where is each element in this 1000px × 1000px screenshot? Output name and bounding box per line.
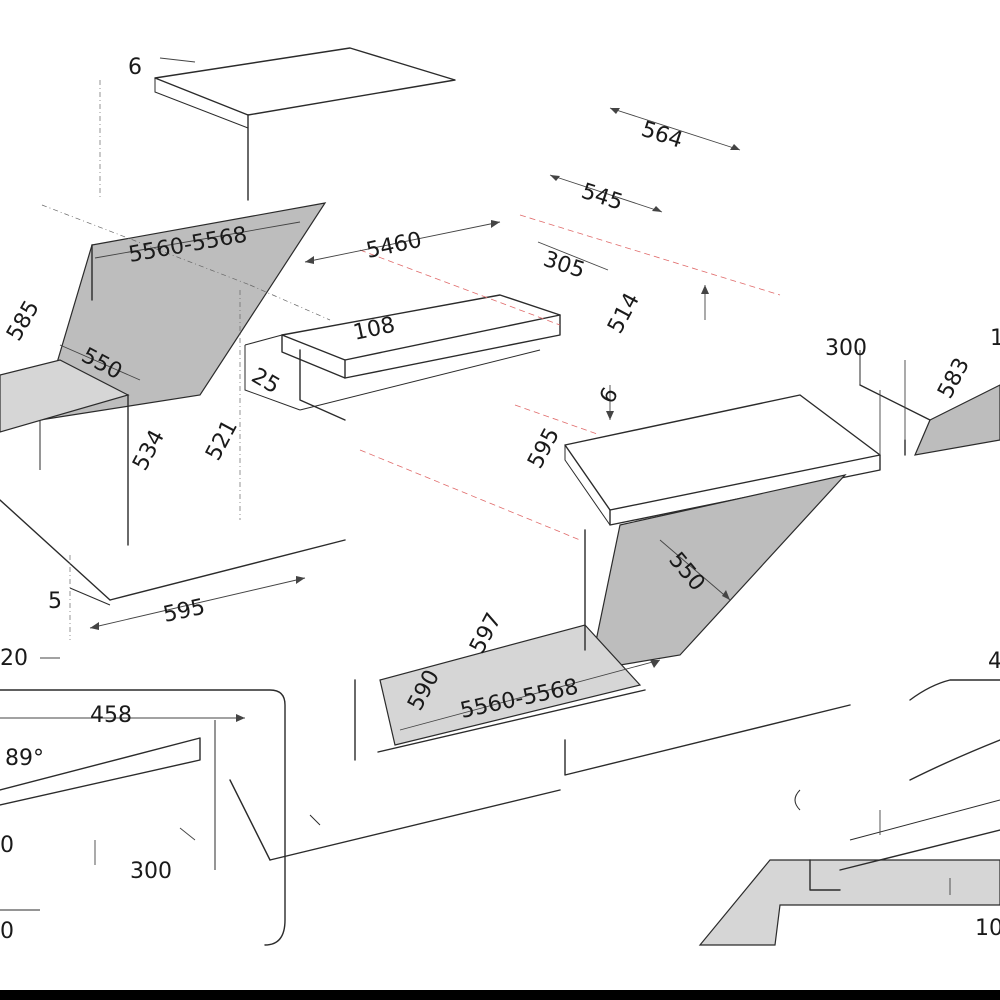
dimension-lines — [0, 57, 951, 895]
label-4-right: 4 — [988, 649, 1000, 674]
central-drawer — [244, 294, 561, 421]
label-300-right: 300 — [825, 336, 867, 361]
label-585: 585 — [2, 296, 45, 345]
bottom-left-drawer — [0, 689, 286, 946]
label-300-bottom: 300 — [130, 859, 172, 884]
label-534: 534 — [128, 426, 170, 475]
label-20: 20 — [0, 646, 28, 671]
label-0-left: 0 — [0, 833, 14, 858]
label-0-bottom: 0 — [0, 919, 14, 944]
right-cabinet-shelf — [379, 624, 642, 746]
plinth-fill — [698, 859, 1000, 946]
left-extension-lines — [41, 80, 331, 640]
label-6-right: 6 — [595, 384, 624, 408]
label-545: 545 — [578, 179, 626, 216]
bottom-right-plinth — [698, 679, 1000, 946]
alignment-guides — [359, 214, 781, 541]
label-583: 583 — [933, 354, 975, 403]
top-countertop-slab — [154, 47, 456, 201]
label-595-bottom: 595 — [161, 595, 207, 628]
dimension-arrows — [90, 108, 740, 722]
label-521: 521 — [201, 416, 243, 465]
label-305: 305 — [540, 247, 588, 284]
label-10-right: 10 — [975, 916, 1000, 941]
left-cabinet — [0, 202, 346, 606]
label-108: 108 — [351, 313, 397, 346]
label-5: 5 — [48, 589, 62, 614]
label-1-right: 1 — [990, 326, 1000, 351]
label-595-right: 595 — [523, 424, 565, 473]
label-25: 25 — [247, 364, 284, 400]
label-89: 89° — [5, 746, 44, 771]
far-right-recess — [914, 384, 1000, 456]
far-right-cabinet — [859, 350, 1000, 456]
right-cabinet — [229, 474, 851, 861]
label-458: 458 — [90, 703, 132, 728]
label-top-thickness: 6 — [128, 55, 142, 80]
label-564: 564 — [638, 117, 686, 154]
label-5460: 5460 — [364, 228, 424, 264]
right-cabinet-recess — [589, 474, 847, 671]
label-514: 514 — [603, 289, 645, 338]
bottom-bar — [0, 990, 1000, 1000]
dimension-labels: 6 564 545 5460 305 5560-5568 585 550 108… — [0, 55, 1000, 944]
